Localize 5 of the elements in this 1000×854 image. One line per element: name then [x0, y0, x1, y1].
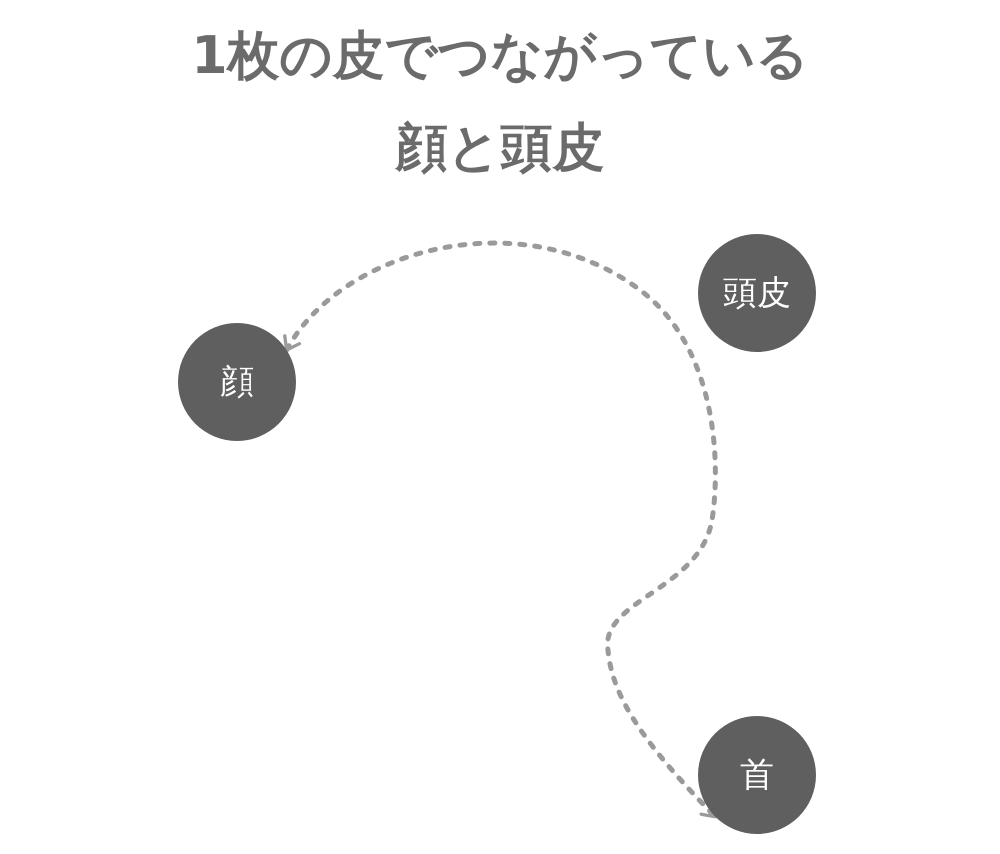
- circle-label: 顔: [178, 323, 296, 441]
- circle-label: 首: [698, 716, 816, 834]
- title: 1枚の皮でつながっている顔と頭皮: [190, 25, 810, 180]
- circle-label: 頭皮: [698, 234, 816, 352]
- dashed-arrow: [284, 240, 718, 820]
